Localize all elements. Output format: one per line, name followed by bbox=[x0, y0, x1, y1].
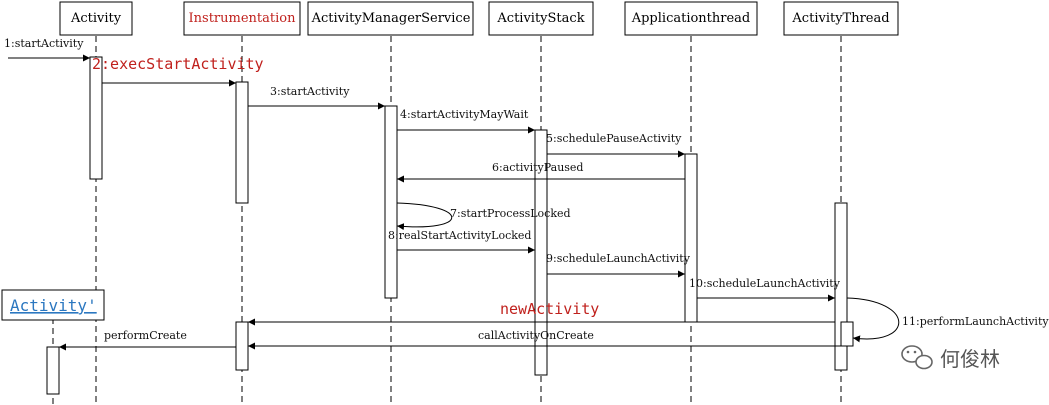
participant-label: Activity bbox=[70, 11, 122, 26]
message-label: callActivityOnCreate bbox=[478, 329, 594, 342]
activation-bar bbox=[384, 105, 398, 299]
participant-new-activity: Activity' bbox=[1, 289, 105, 321]
participant-appthread: Applicationthread bbox=[624, 1, 758, 36]
wechat-icon bbox=[901, 345, 933, 370]
message-label: 2:execStartActivity bbox=[92, 55, 264, 73]
message-label: 7:startProcessLocked bbox=[450, 207, 571, 220]
participant-actthread: ActivityThread bbox=[783, 1, 899, 36]
participant-label: ActivityManagerService bbox=[311, 11, 471, 26]
message-label: 5:schedulePauseActivity bbox=[546, 132, 682, 145]
message-label: performCreate bbox=[104, 329, 187, 342]
message-label: 10:scheduleLaunchActivity bbox=[689, 277, 841, 290]
message-label: 9:scheduleLaunchActivity bbox=[546, 252, 691, 265]
participant-stack: ActivityStack bbox=[488, 1, 594, 36]
participant-label: Activity' bbox=[10, 296, 97, 315]
participant-label: Applicationthread bbox=[631, 11, 751, 26]
activation-bar bbox=[684, 153, 698, 323]
participant-label: Instrumentation bbox=[189, 11, 297, 26]
activation-bar bbox=[534, 129, 548, 376]
watermark: 何俊林 bbox=[901, 345, 1000, 371]
message-label: 6:activityPaused bbox=[492, 161, 583, 174]
watermark-text: 何俊林 bbox=[940, 347, 1000, 371]
activation-bar bbox=[235, 81, 249, 204]
participant-label: ActivityStack bbox=[496, 11, 584, 26]
activation-bar bbox=[235, 321, 249, 371]
message-label: 4:startActivityMayWait bbox=[400, 108, 529, 121]
message-label: 1:startActivity bbox=[4, 37, 84, 50]
message-label: 3:startActivity bbox=[270, 85, 350, 98]
activation-bar bbox=[89, 56, 103, 180]
activation-bar bbox=[46, 346, 60, 395]
participant-instrumentation: Instrumentation bbox=[183, 1, 301, 36]
message-label: 11:performLaunchActivity bbox=[902, 315, 1049, 328]
self-call-arrow bbox=[846, 297, 900, 343]
message-label: 8:realStartActivityLocked bbox=[388, 229, 531, 242]
activation-bar bbox=[840, 321, 854, 347]
message-label: newActivity bbox=[500, 300, 599, 318]
self-call-arrow bbox=[396, 202, 453, 231]
participant-label: ActivityThread bbox=[791, 11, 889, 26]
participant-activity: Activity bbox=[59, 1, 133, 36]
participant-ams: ActivityManagerService bbox=[307, 1, 474, 36]
